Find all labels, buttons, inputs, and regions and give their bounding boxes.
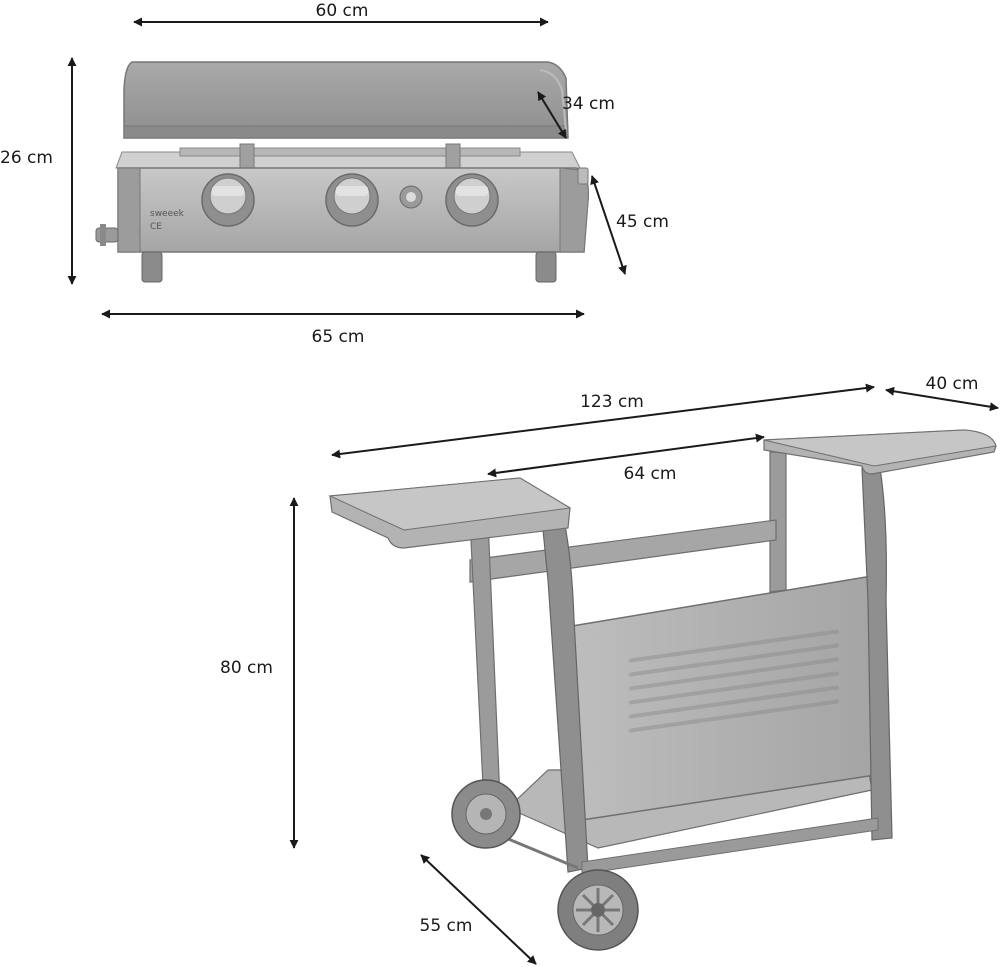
vent-holes <box>629 629 839 733</box>
trolley-inner-width-label: 64 cm <box>624 464 677 484</box>
gas-connector-icon <box>95 224 119 246</box>
trolley-dimension-lines <box>289 383 999 965</box>
trolley-shelf-depth-label: 40 cm <box>926 374 979 394</box>
brand-logo: sweeek <box>150 209 185 219</box>
wheel-icon <box>557 869 639 951</box>
igniter-button-icon <box>399 185 423 209</box>
burner-knob-icon <box>325 173 379 227</box>
burner-knob-icon <box>445 173 499 227</box>
trolley-illustration <box>328 429 997 951</box>
plancha-dimension-lines <box>67 17 627 319</box>
plancha-illustration: sweeek CE <box>95 61 589 283</box>
ce-mark: CE <box>150 222 162 232</box>
wheel-icon <box>451 779 521 849</box>
plancha-depth-label: 45 cm <box>616 212 669 232</box>
trolley-height-label: 80 cm <box>220 658 273 678</box>
burner-knob-icon <box>201 173 255 227</box>
plancha-height-label: 26 cm <box>0 148 53 168</box>
plancha-lid-depth-label: 34 cm <box>562 94 615 114</box>
plancha-top-width-label: 60 cm <box>316 1 369 21</box>
trolley-depth-label: 55 cm <box>420 916 473 936</box>
trolley-total-width-label: 123 cm <box>580 392 644 412</box>
plancha-bottom-width-label: 65 cm <box>312 327 365 347</box>
